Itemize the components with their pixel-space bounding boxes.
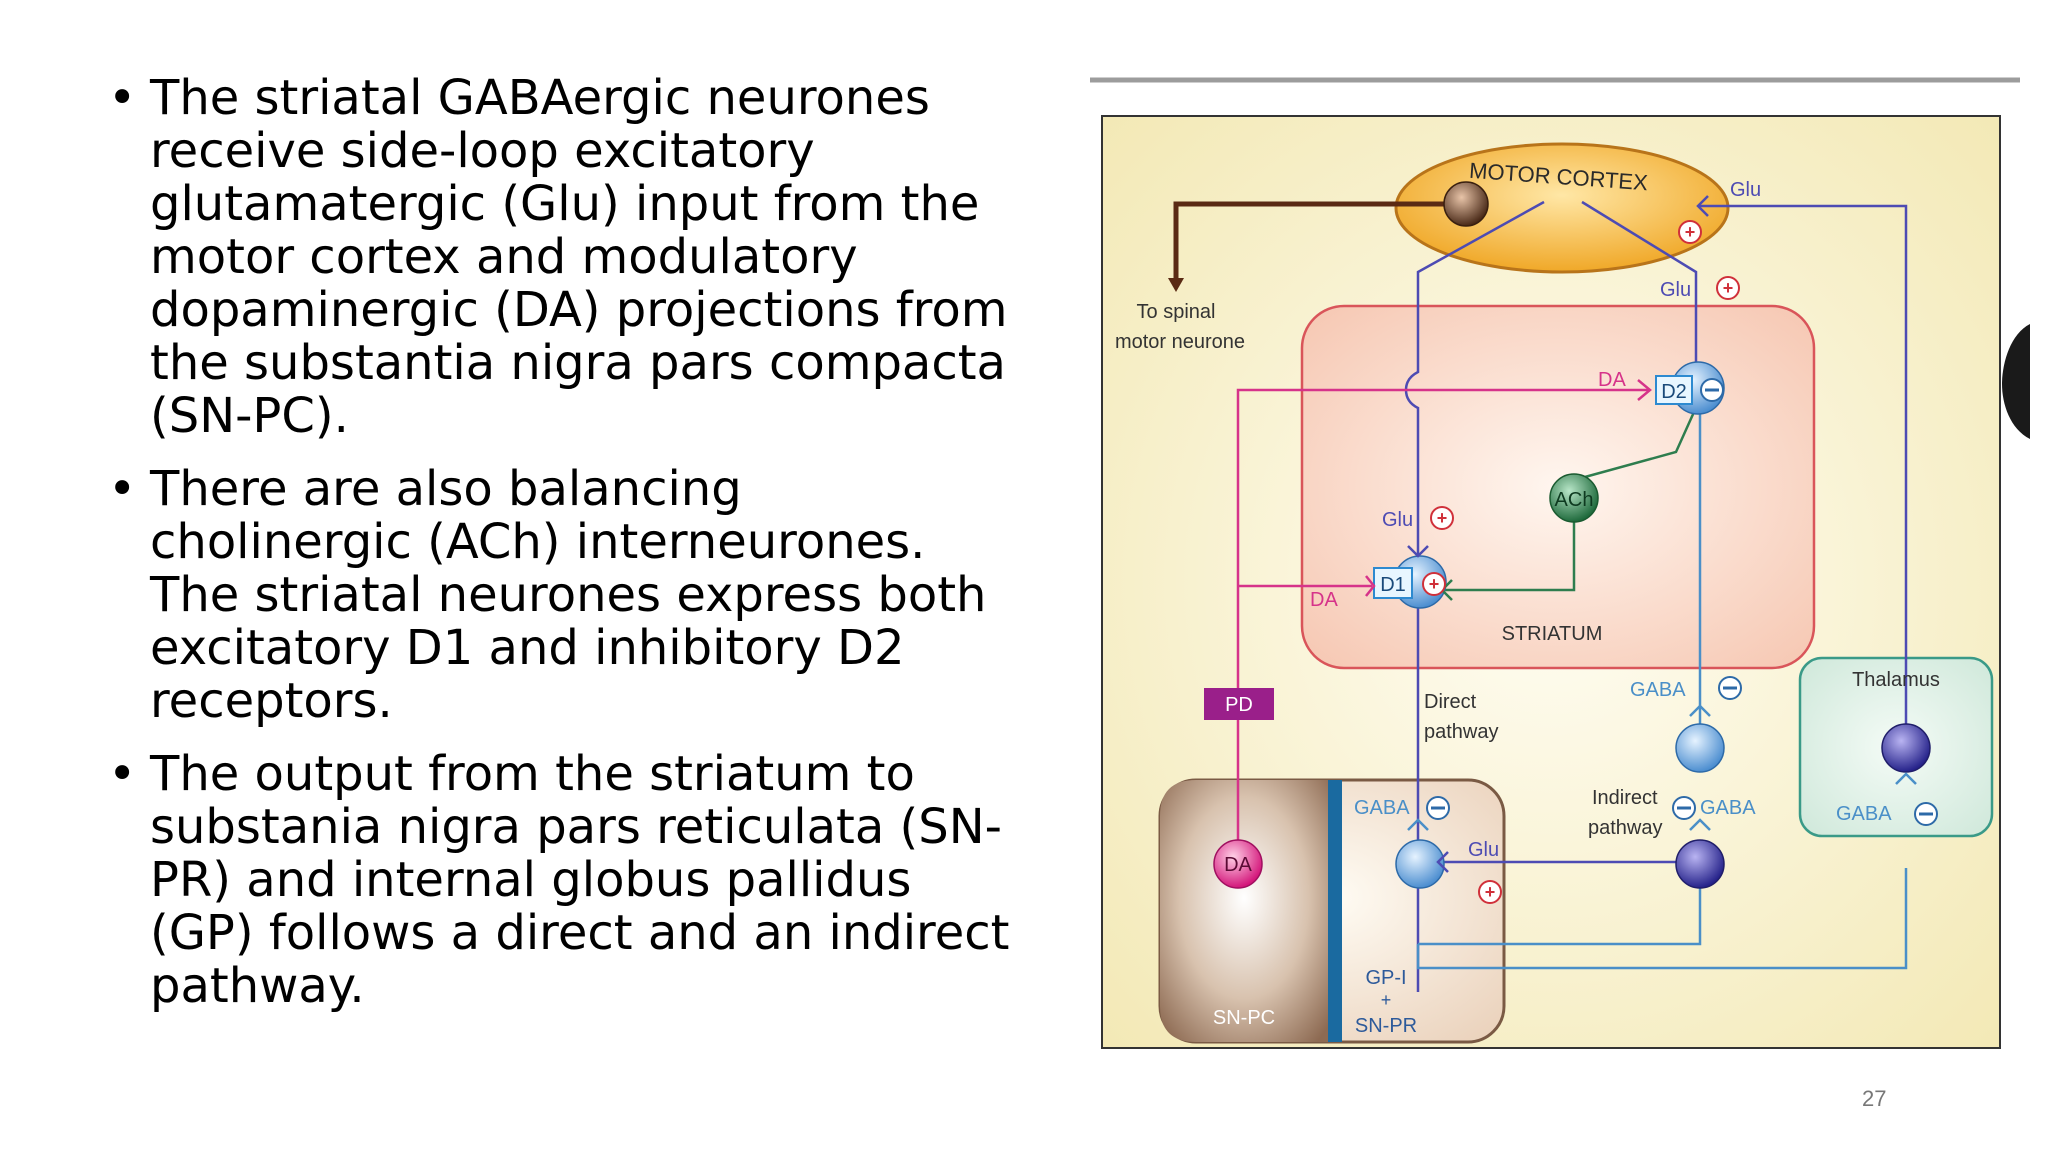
minus-icon [1426, 796, 1450, 820]
ach-neuron [1549, 473, 1599, 523]
d1-label: D1 [1380, 574, 1406, 596]
gaba-synapse-gp [1407, 818, 1429, 831]
direct-pathway-label-2: pathway [1424, 721, 1499, 743]
glu-line-to-d2 [1581, 200, 1698, 364]
basal-ganglia-diagram: + + + + + MOTOR CORTEX To spinal motor n… [1090, 77, 2030, 1049]
pd-label: PD [1225, 694, 1253, 716]
pd-badge [1204, 688, 1274, 720]
da-label-d1: DA [1310, 589, 1338, 611]
indirect-pathway-label-2: pathway [1588, 817, 1663, 839]
plus-icon: + [1478, 880, 1502, 904]
bullet-item: There are also balancing cholinergic (AC… [108, 461, 1010, 729]
gaba-synapse-thalamus [1895, 772, 1917, 785]
to-spinal-label: To spinal [1137, 301, 1216, 323]
edge-shape [2002, 324, 2030, 439]
da-synapse-d1 [1365, 575, 1376, 597]
glu-synapse-thalamus [1696, 195, 1709, 217]
thalamic-neuron [1881, 723, 1931, 773]
svg-text:+: + [1437, 508, 1448, 528]
glu-label-d1: Glu [1382, 509, 1413, 531]
bullet-list: The striatal GABAergic neurones receive … [108, 70, 1010, 1033]
svg-text:+: + [1485, 882, 1496, 902]
minus-icon [1718, 676, 1742, 700]
glu-line-to-thalamus [1698, 204, 1908, 744]
plus-icon: + [1716, 276, 1740, 300]
thalamus-label: Thalamus [1852, 669, 1940, 691]
gp-neuron [1395, 839, 1445, 889]
sn-pc-label: SN-PC [1213, 1007, 1275, 1029]
descending-tract [1173, 201, 1466, 280]
gp-to-thalamus [1416, 868, 1908, 970]
sn-pr-label: SN-PR [1355, 1015, 1417, 1037]
da-neuron-label: DA [1224, 854, 1252, 876]
subthalamic-neuron [1675, 839, 1725, 889]
plus-label: + [1381, 990, 1392, 1010]
descending-tract-arrow [1168, 278, 1184, 292]
d2-receptor-box [1655, 375, 1693, 405]
da-synapse-d2 [1637, 379, 1652, 401]
direct-pathway-label: Direct [1424, 691, 1477, 713]
glu-label-d2: Glu [1660, 279, 1691, 301]
gaba-synapse-stn [1689, 818, 1711, 831]
gaba-label-gp: GABA [1354, 797, 1410, 819]
plus-icon: + [1430, 506, 1454, 530]
indirect-pathway-label: Indirect [1592, 787, 1658, 809]
plus-icon: + [1678, 220, 1702, 244]
gaba-synapse-indirect [1689, 704, 1711, 717]
sn-divider [1328, 780, 1342, 1042]
to-spinal-label-2: motor neurone [1115, 331, 1245, 353]
sn-pc-region [1160, 780, 1328, 1042]
bullet-text: The output from the striatum to substani… [150, 746, 1010, 1014]
gaba-label-indirect: GABA [1630, 679, 1686, 701]
minus-icon [1672, 796, 1696, 820]
svg-text:+: + [1685, 222, 1696, 242]
gaba-label-stn: GABA [1700, 797, 1756, 819]
gp-i-label: GP-I [1365, 967, 1406, 989]
bullet-text: There are also balancing cholinergic (AC… [150, 461, 987, 729]
minus-icon [1700, 378, 1724, 402]
cortical-neuron [1443, 181, 1489, 227]
d1-receptor-box [1373, 567, 1413, 599]
bullet-item: The output from the striatum to substani… [108, 746, 1010, 1014]
glu-synapse-d1 [1407, 545, 1429, 558]
indirect-gaba-neuron [1675, 723, 1725, 773]
bullet-item: The striatal GABAergic neurones receive … [108, 70, 1010, 444]
svg-text:+: + [1429, 574, 1440, 594]
striatum-label: STRIATUM [1502, 623, 1603, 645]
glu-label-cortex: Glu [1730, 179, 1761, 201]
bullet-text: The striatal GABAergic neurones receive … [150, 70, 1008, 444]
glu-label-gp: Glu [1468, 839, 1499, 861]
da-label-d2: DA [1598, 369, 1626, 391]
svg-text:+: + [1723, 278, 1734, 298]
ach-label: ACh [1555, 489, 1594, 511]
da-neuron [1213, 839, 1263, 889]
page-number: 27 [1862, 1086, 1887, 1111]
plus-icon: + [1422, 572, 1446, 596]
d2-label: D2 [1661, 381, 1687, 403]
minus-icon [1914, 802, 1938, 826]
gaba-label-thalamus: GABA [1836, 803, 1892, 825]
glu-synapse-gp [1436, 851, 1449, 873]
